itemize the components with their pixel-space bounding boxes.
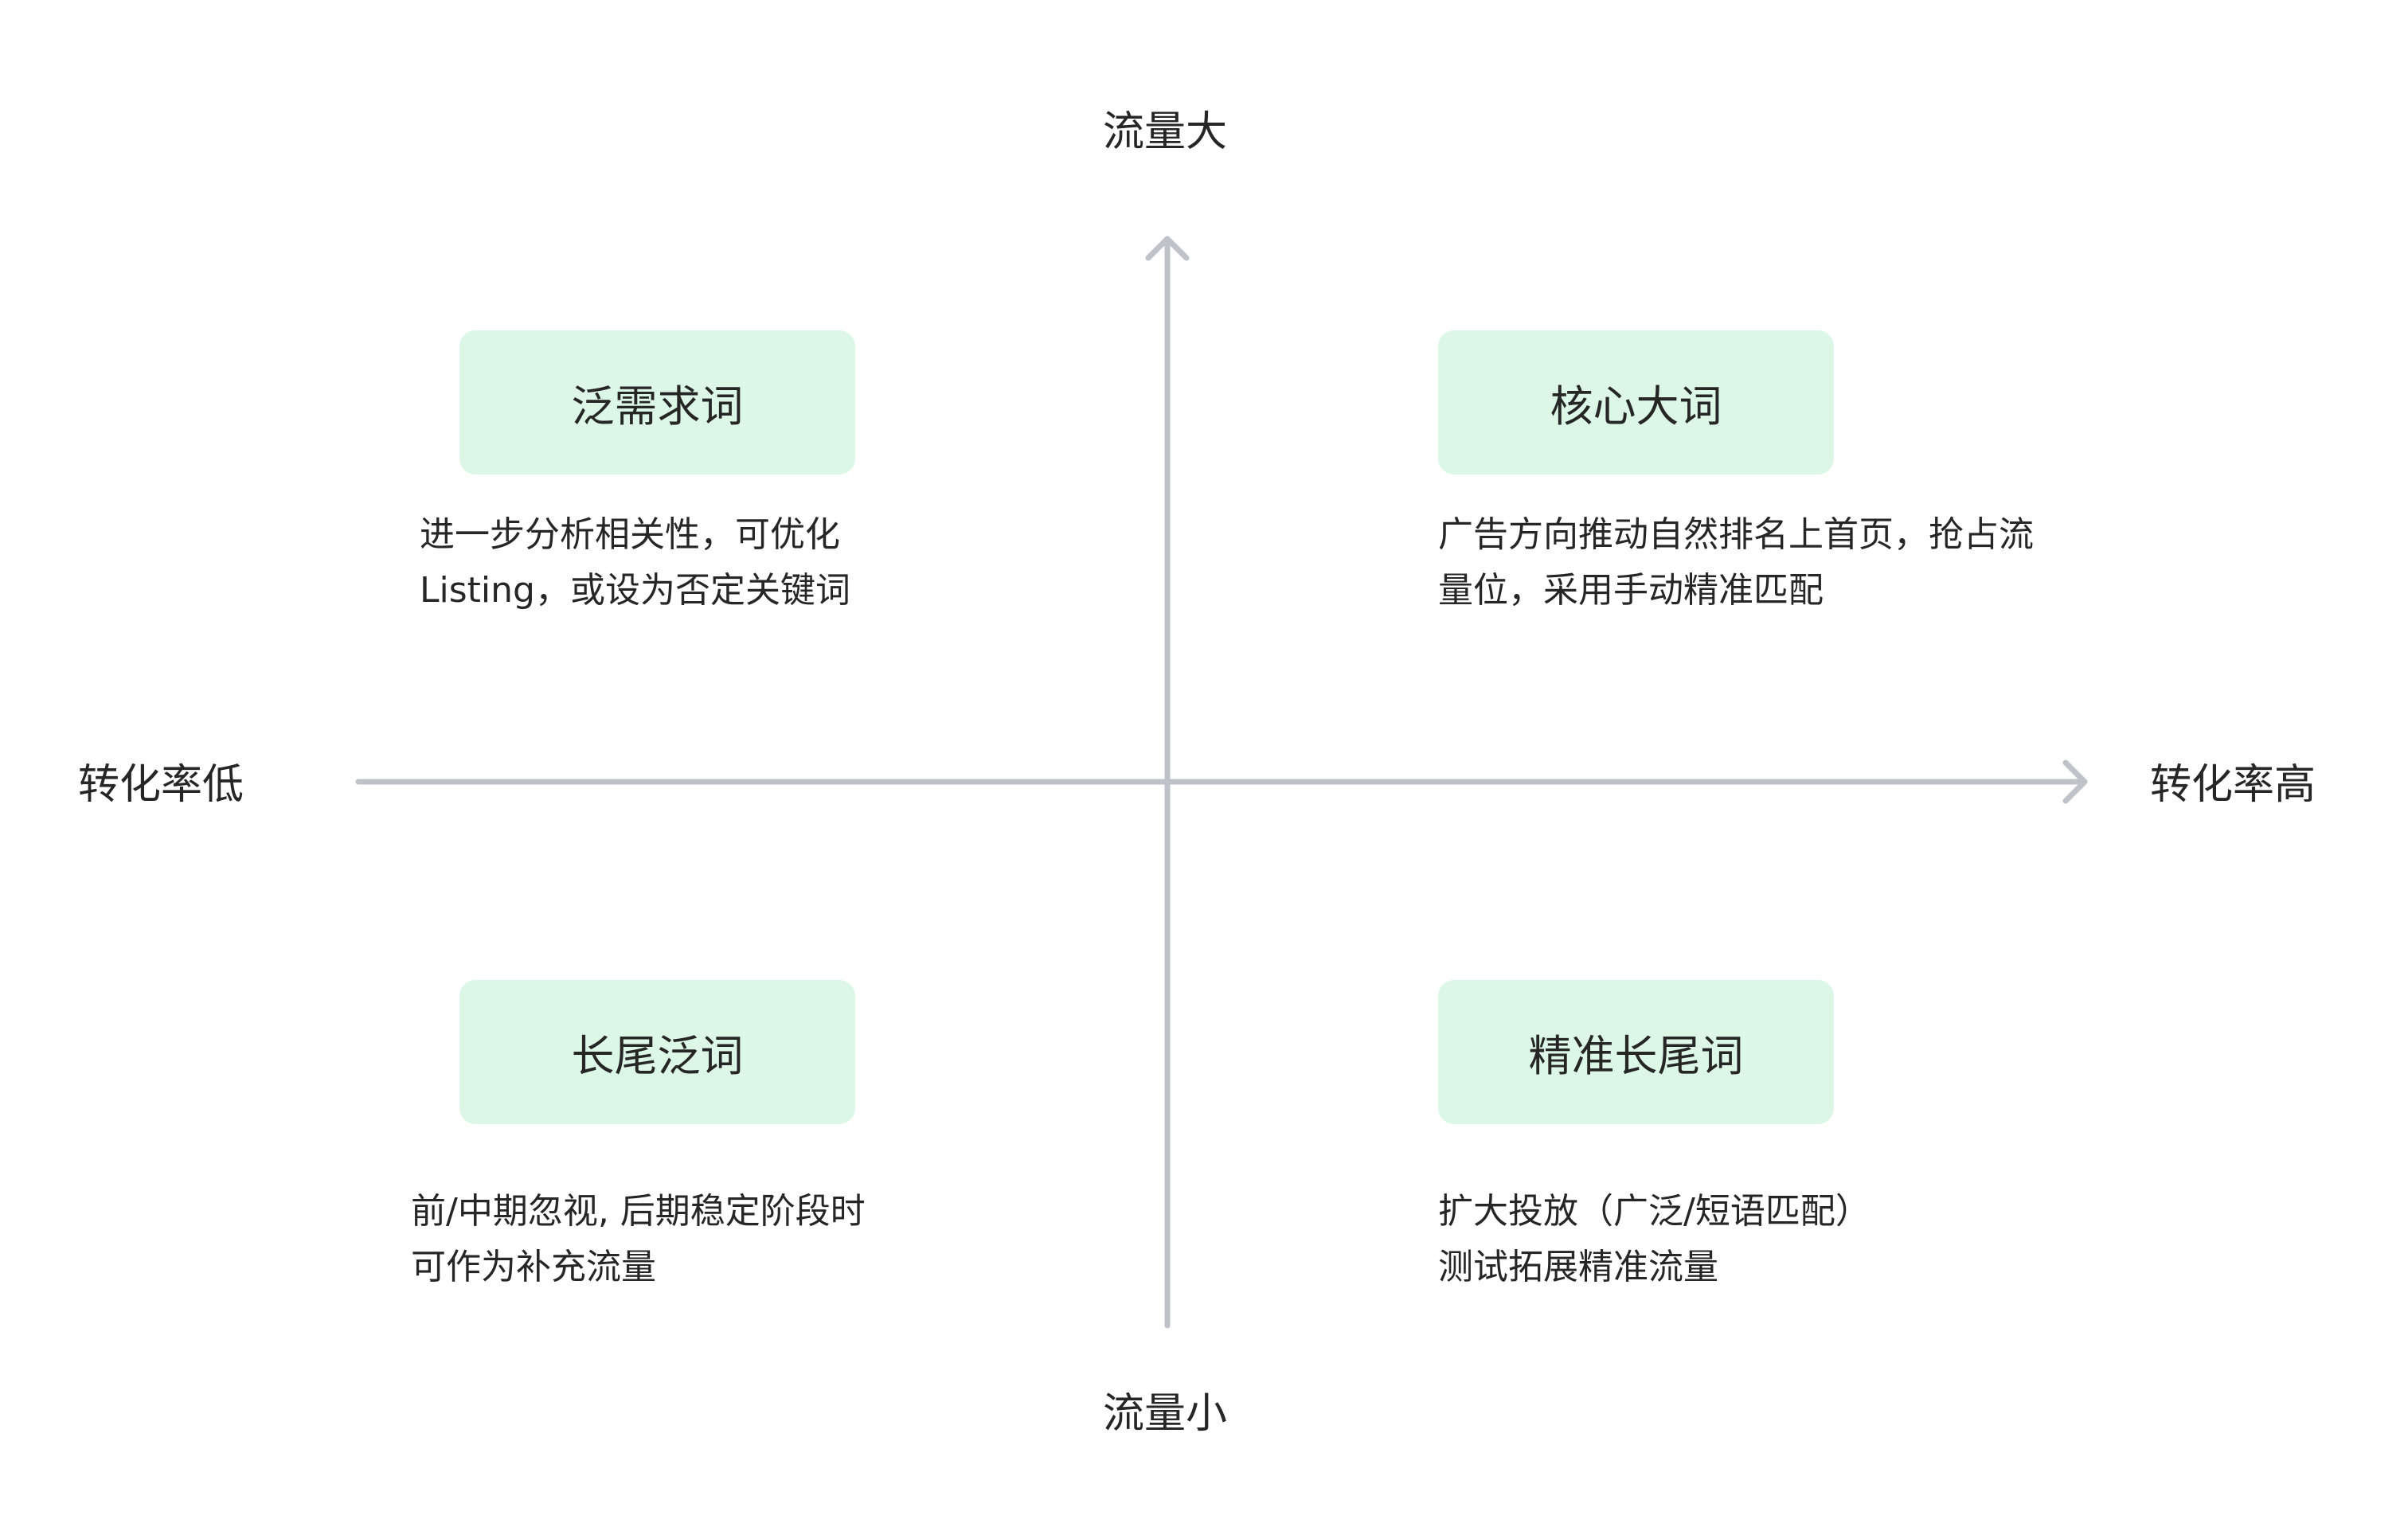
- axis-label-high-conversion: 转化率高: [2150, 761, 2316, 809]
- description-line: 进一步分析相关性，可优化: [420, 514, 840, 555]
- quadrant-title: 泛需求词: [571, 381, 744, 431]
- description-line: 量位，采用手动精准匹配: [1438, 570, 1824, 611]
- description-line: 可作为补充流量: [411, 1247, 656, 1287]
- description-line: 前/中期忽视, 后期稳定阶段时: [411, 1191, 866, 1232]
- quadrant-description-bottom-right: 扩大投放（广泛/短语匹配） 测试拓展精准流量: [1438, 1184, 1870, 1295]
- axis-label-high-traffic: 流量大: [1102, 108, 1228, 156]
- quadrant-box-precise-long-tail-keywords: 精准长尾词: [1438, 980, 1834, 1124]
- quadrant-title: 核心大词: [1550, 381, 1722, 431]
- axis-label-low-traffic: 流量小: [1102, 1390, 1228, 1438]
- quadrant-description-top-left: 进一步分析相关性，可优化 Listing，或设为否定关键词: [420, 507, 850, 619]
- axis-label-low-conversion: 转化率低: [78, 761, 244, 809]
- right-arrowhead-icon: [2062, 760, 2088, 804]
- up-arrowhead-icon: [1145, 236, 1190, 261]
- quadrant-description-top-right: 广告方向推动自然排名上首页，抢占流 量位，采用手动精准匹配: [1438, 507, 2034, 619]
- quadrant-box-core-keywords: 核心大词: [1438, 330, 1834, 474]
- quadrant-title: 长尾泛词: [571, 1031, 744, 1081]
- quadrant-description-bottom-left: 前/中期忽视, 后期稳定阶段时 可作为补充流量: [411, 1184, 866, 1295]
- description-line: 测试拓展精准流量: [1438, 1247, 1718, 1287]
- quadrant-box-broad-demand-keywords: 泛需求词: [459, 330, 855, 474]
- description-line: 广告方向推动自然排名上首页，抢占流: [1438, 514, 2034, 555]
- quadrant-title: 精准长尾词: [1528, 1031, 1744, 1081]
- quadrant-box-long-tail-broad-keywords: 长尾泛词: [459, 980, 855, 1124]
- description-line: Listing，或设为否定关键词: [420, 570, 850, 611]
- description-line: 扩大投放（广泛/短语匹配）: [1438, 1191, 1870, 1232]
